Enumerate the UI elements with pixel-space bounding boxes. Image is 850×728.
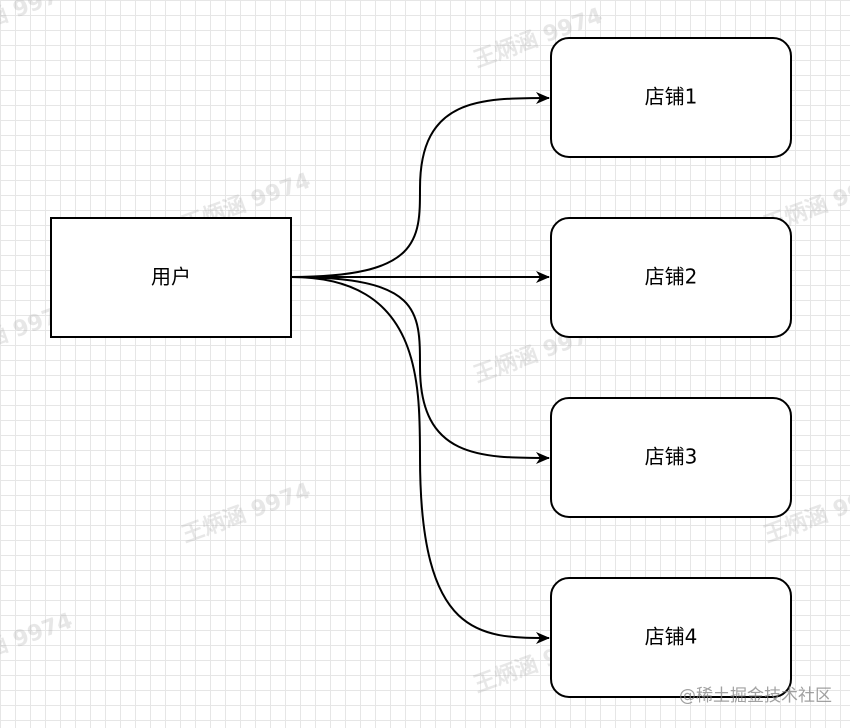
edge-user-to-store-3[interactable]	[290, 276, 550, 464]
node-store-4-label: 店铺4	[645, 625, 698, 649]
node-store-3-label: 店铺3	[645, 445, 698, 469]
node-store-2-label: 店铺2	[645, 265, 698, 289]
node-store-4[interactable]: 店铺4	[550, 577, 792, 698]
node-store-2[interactable]: 店铺2	[550, 217, 792, 338]
edge-user-to-store-1[interactable]	[290, 92, 550, 278]
node-user-label: 用户	[151, 265, 191, 289]
footer-credit: @稀土掘金技术社区	[679, 686, 832, 706]
node-store-3[interactable]: 店铺3	[550, 397, 792, 518]
node-store-1[interactable]: 店铺1	[550, 37, 792, 158]
node-user[interactable]: 用户	[50, 217, 292, 338]
node-store-1-label: 店铺1	[645, 85, 698, 109]
edge-user-to-store-4[interactable]	[290, 276, 550, 644]
